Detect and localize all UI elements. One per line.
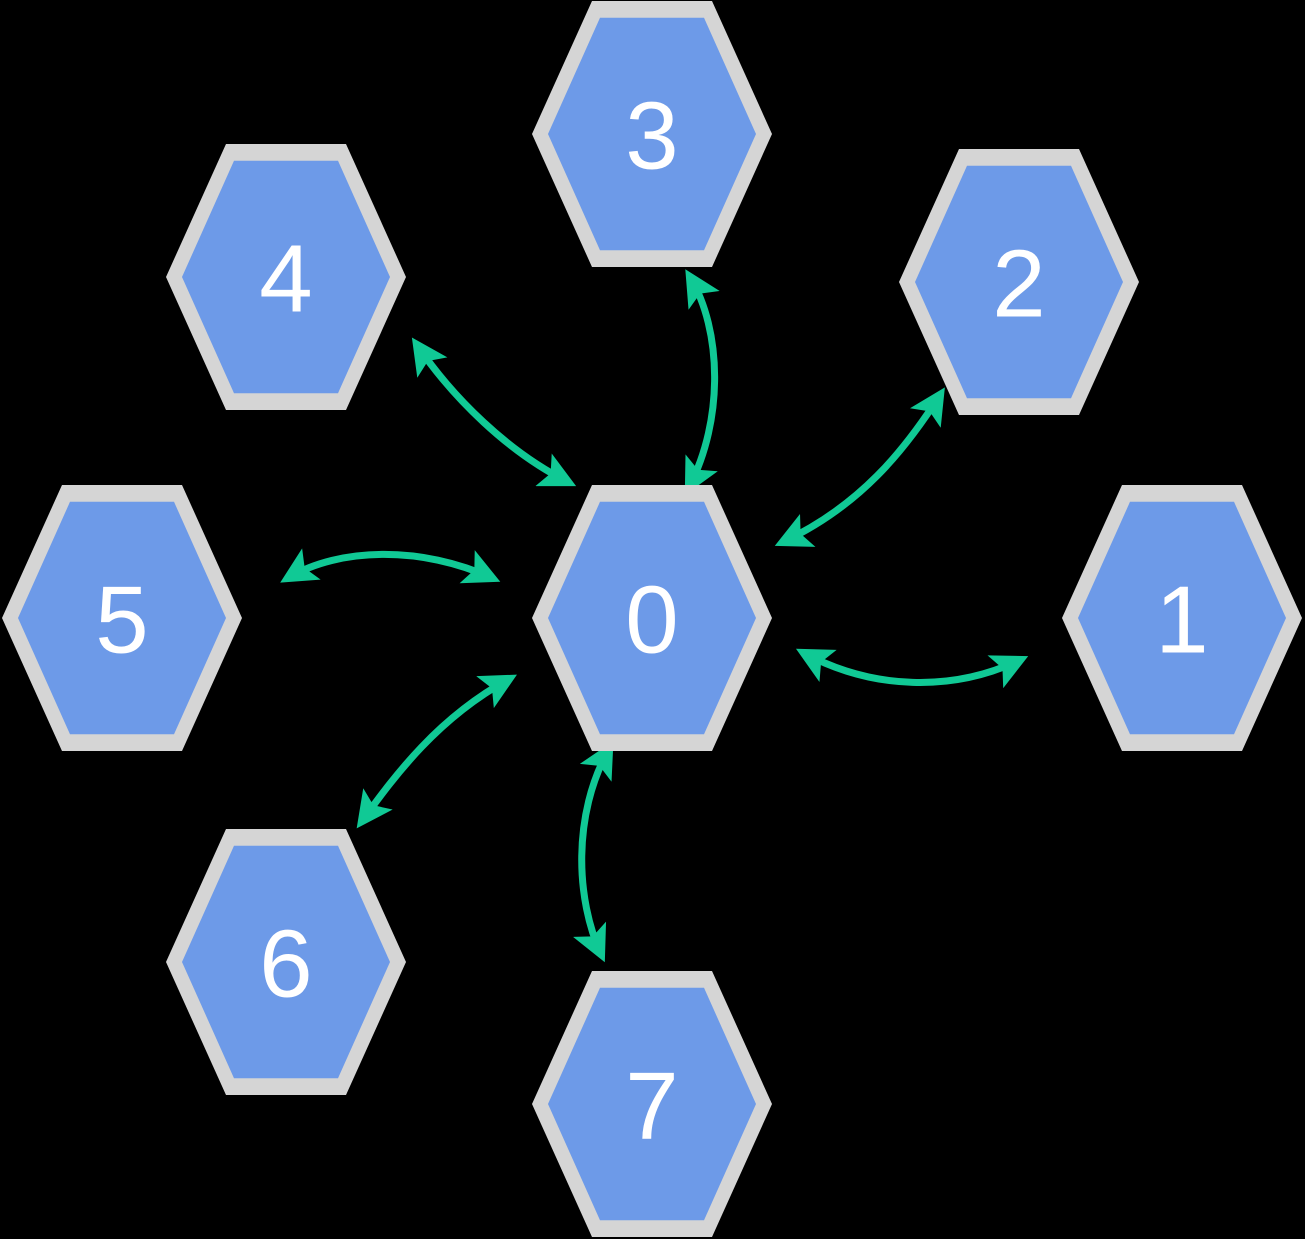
node-1-fill [1078, 501, 1286, 735]
node-3[interactable]: 3 [532, 1, 772, 267]
edge-0-5[interactable] [280, 548, 501, 584]
node-1[interactable]: 1 [1062, 485, 1302, 751]
node-4[interactable]: 4 [166, 144, 406, 410]
edge-0-1[interactable] [795, 648, 1029, 689]
node-0-fill [548, 501, 756, 735]
node-6[interactable]: 6 [166, 829, 406, 1095]
edge-line[interactable] [280, 548, 501, 584]
edge-line[interactable] [356, 674, 517, 829]
edge-line[interactable] [774, 387, 945, 547]
edge-0-3[interactable] [684, 269, 720, 496]
node-2[interactable]: 2 [899, 149, 1139, 415]
edge-line[interactable] [573, 741, 614, 963]
node-5-fill [18, 501, 226, 735]
edge-0-4[interactable] [411, 337, 577, 487]
node-4-fill [182, 160, 390, 394]
node-7[interactable]: 7 [532, 971, 772, 1237]
node-7-fill [548, 987, 756, 1221]
edges-layer [280, 269, 1029, 963]
node-3-fill [548, 17, 756, 251]
edge-0-2[interactable] [774, 387, 945, 547]
edge-0-7[interactable] [573, 741, 614, 963]
edge-line[interactable] [411, 337, 577, 487]
edge-line[interactable] [684, 269, 720, 496]
node-6-fill [182, 845, 390, 1079]
node-5[interactable]: 5 [2, 485, 242, 751]
edge-0-6[interactable] [356, 674, 517, 829]
node-0[interactable]: 0 [532, 485, 772, 751]
edge-line[interactable] [795, 648, 1029, 689]
node-2-fill [915, 165, 1123, 399]
